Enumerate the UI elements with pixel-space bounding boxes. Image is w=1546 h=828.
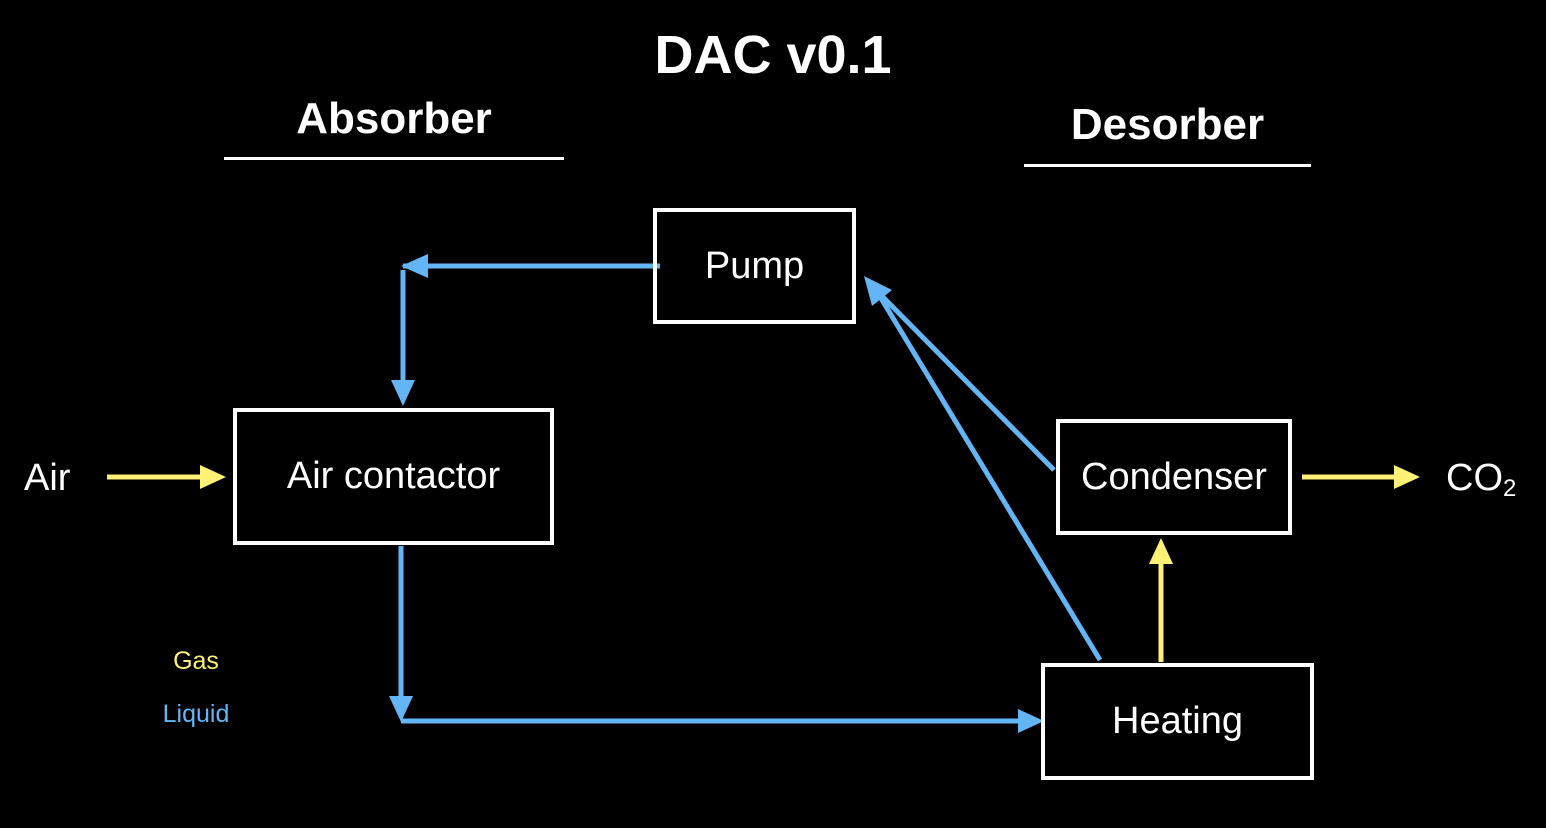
air-input-label: Air: [24, 457, 71, 499]
desorber-underline: [1024, 164, 1311, 167]
liquid-arrowhead-pump-left: [401, 254, 428, 278]
co2-output-subscript: 2: [1503, 475, 1517, 502]
section-label-desorber: Desorber: [1070, 100, 1265, 149]
absorber-underline: [224, 157, 564, 160]
condenser-node: Condenser: [1056, 419, 1292, 535]
heating-node: Heating: [1041, 663, 1314, 780]
liquid-arrow-heating-to-pump: [873, 288, 1103, 662]
liquid-arrowhead-pump: [864, 276, 892, 306]
liquid-arrowhead-heating: [1018, 709, 1044, 733]
liquid-arrow-condenser-to-pump: [874, 288, 1056, 472]
liquid-arrowhead-down: [389, 696, 413, 722]
section-label-absorber: Absorber: [296, 94, 492, 143]
co2-output-label: CO2: [1446, 456, 1516, 511]
gas-arrowhead-air-in: [200, 465, 226, 489]
condenser-label: Condenser: [1081, 455, 1267, 498]
liquid-arrowhead-air-contactor-top: [391, 380, 415, 406]
gas-arrowhead-co2-out: [1394, 465, 1420, 489]
legend-gas: Gas: [173, 647, 219, 675]
gas-arrowhead-condenser: [1149, 538, 1173, 564]
legend-liquid: Liquid: [162, 700, 230, 728]
air-contactor-label: Air contactor: [286, 455, 501, 497]
diagram-title: DAC v0.1: [654, 25, 892, 85]
pump-label: Pump: [704, 244, 805, 287]
air-contactor-node: Air contactor: [233, 408, 554, 545]
heating-label: Heating: [1112, 700, 1243, 742]
pump-node: Pump: [653, 208, 856, 324]
liquid-arrow-pump-to-air-contactor: [400, 263, 660, 398]
liquid-arrow-air-contactor-to-heating: [398, 546, 1030, 724]
co2-output-base: CO: [1446, 457, 1503, 499]
